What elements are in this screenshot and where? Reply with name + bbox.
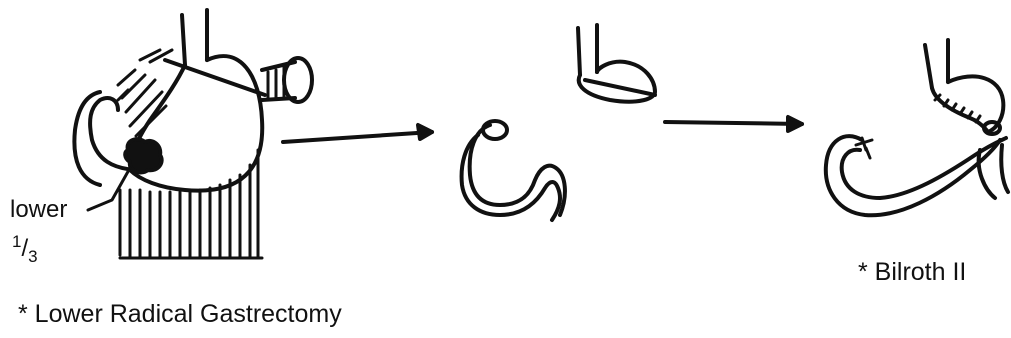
arrow-2 — [665, 117, 802, 131]
right-caption: * Bilroth II — [858, 258, 966, 287]
remnant-stomach — [578, 25, 655, 102]
lower-label: lower — [10, 196, 67, 224]
fraction-label: 1/3 — [12, 232, 38, 267]
fraction-denominator: 3 — [28, 247, 37, 266]
duodenal-loop — [462, 121, 565, 220]
billroth-ii-reconstruction — [826, 40, 1008, 215]
stomach-with-tumor — [74, 10, 312, 258]
left-caption: * Lower Radical Gastrectomy — [18, 300, 342, 329]
arrow-1 — [283, 125, 432, 142]
